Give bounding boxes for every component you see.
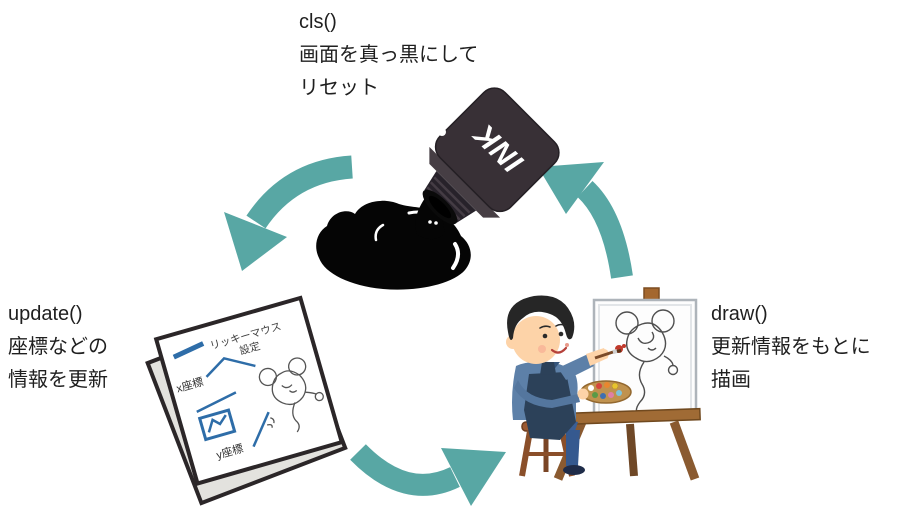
chart-icon [197,408,237,442]
arrow-cls-to-update-icon [224,155,354,271]
draw-func-name: draw() [711,303,768,325]
canvas-mouse-sketch [615,309,679,415]
mouse-character-sketch [258,357,324,433]
update-step-label: update() 座標などの 情報を更新 [8,298,108,397]
arrow-update-to-draw-icon [350,444,506,506]
palette [580,380,632,404]
face [512,316,560,364]
update-func-name: update() [8,303,83,325]
paper-front-sheet: リッキーマウス 設定 x座標 y座標 [153,295,345,486]
ink-bottle-body: INK [422,87,560,225]
paper-heading-line2: 設定 [238,339,262,357]
update-desc-line1: 座標などの [8,336,108,358]
paint-brush [594,349,622,360]
cls-step-label: cls() 画面を真っ黒にして リセット [299,6,478,105]
painter-figure [506,295,632,475]
easel-ledge [565,407,701,426]
painter-illustration [506,287,701,481]
cls-func-name: cls() [299,11,337,33]
update-desc-line2: 情報を更新 [8,369,108,391]
spilled-ink-bottle-illustration: INK [316,87,560,290]
hair [507,295,575,340]
bottle-highlight-dot [438,128,446,136]
draw-desc-line2: 描画 [711,369,751,391]
arrow-draw-to-cls-icon [538,162,633,279]
draw-step-label: draw() 更新情報をもとに 描画 [711,298,871,397]
cls-desc-line2: リセット [299,77,379,99]
settings-paper-illustration: リッキーマウス 設定 x座標 y座標 [145,295,348,506]
draw-desc-line1: 更新情報をもとに [711,336,871,358]
cls-desc-line1: 画面を真っ黒にして [299,44,479,66]
